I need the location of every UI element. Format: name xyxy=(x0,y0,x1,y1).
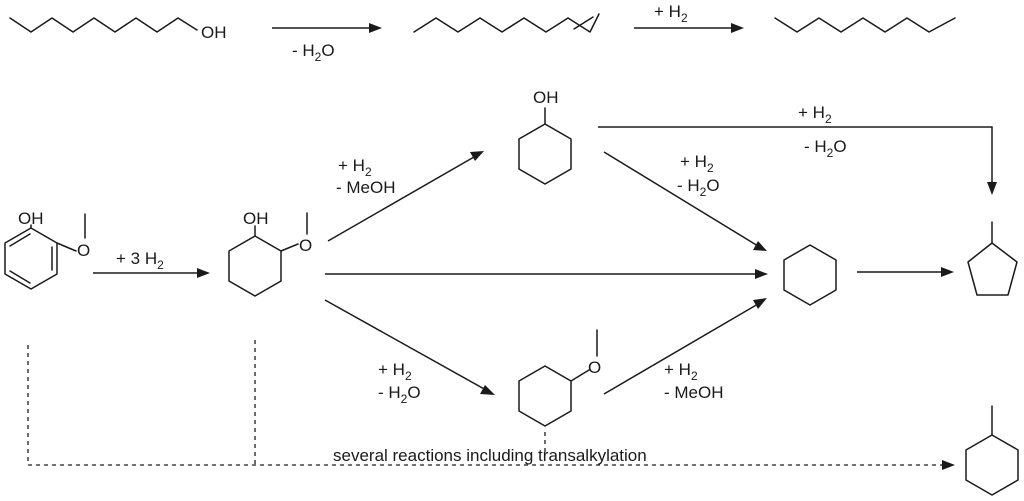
cyclohexanol-dehydration-condition-h2: + H2 xyxy=(680,152,714,175)
methoxycyclohexanol-oh-label: OH xyxy=(243,209,269,228)
cyclohexanol-oh-label: OH xyxy=(533,88,559,107)
ring-contraction-condition-h2o: - H2O xyxy=(804,137,847,160)
octanol-structure: OH xyxy=(9,17,227,42)
ring-hydrogenation-arrow: + 3 H2 xyxy=(93,249,210,278)
demethoxylation-arrow-2: + H2 - MeOH xyxy=(603,298,767,402)
demethoxylation-arrow: + H2 - MeOH xyxy=(327,151,484,242)
cyclohexanol-dehydration-arrow: + H2 - H2O xyxy=(603,151,767,251)
demethoxylation-2-condition-meoh: - MeOH xyxy=(664,383,724,402)
octene-structure xyxy=(413,13,600,33)
octanol-oh-label: OH xyxy=(201,23,227,42)
transalkylation-dashed-path: several reactions including transalkylat… xyxy=(27,340,955,470)
octane-structure xyxy=(774,17,956,33)
dehydration-condition: - H2O xyxy=(292,41,335,64)
ring-contraction-condition-h2: + H2 xyxy=(798,103,832,126)
cyclohexanol-structure: OH xyxy=(518,88,572,185)
ring-hydrogenation-condition: + 3 H2 xyxy=(116,249,164,272)
guaiacol-oh-label: OH xyxy=(18,209,44,228)
cyclohexane-structure xyxy=(783,244,837,306)
cyclohexanol-dehydration-condition-h2o: - H2O xyxy=(677,176,720,199)
hydrogenation-arrow-row1: + H2 xyxy=(634,2,744,33)
dehydroxylation-arrow: + H2 - H2O xyxy=(324,299,495,406)
demethoxylation-2-condition-h2: + H2 xyxy=(664,360,698,383)
methoxycyclohexanol-o-label: O xyxy=(299,236,312,255)
hydrogenation-condition-row1: + H2 xyxy=(654,2,688,25)
methylcyclohexane-structure xyxy=(965,405,1019,496)
guaiacol-o-label: O xyxy=(77,241,90,260)
guaiacol-structure: OH O xyxy=(4,209,90,290)
direct-hdo-arrow xyxy=(325,269,768,279)
ring-contraction-arrow: + H2 - H2O xyxy=(598,103,997,195)
methoxycyclohexanol-structure: OH O xyxy=(228,209,312,297)
dehydroxylation-condition-h2o: - H2O xyxy=(378,383,421,406)
methoxycyclohexane-structure: O xyxy=(518,329,601,427)
dehydroxylation-condition-h2: + H2 xyxy=(378,360,412,383)
transalkylation-note: several reactions including transalkylat… xyxy=(333,446,647,465)
demethoxylation-condition-h2: + H2 xyxy=(338,156,372,179)
methylcyclopentane-structure xyxy=(967,221,1018,296)
methoxycyclohexane-o-label: O xyxy=(588,358,601,377)
isomerization-arrow xyxy=(857,267,954,277)
dehydration-arrow: - H2O xyxy=(272,23,382,64)
demethoxylation-condition-meoh: - MeOH xyxy=(336,178,396,197)
